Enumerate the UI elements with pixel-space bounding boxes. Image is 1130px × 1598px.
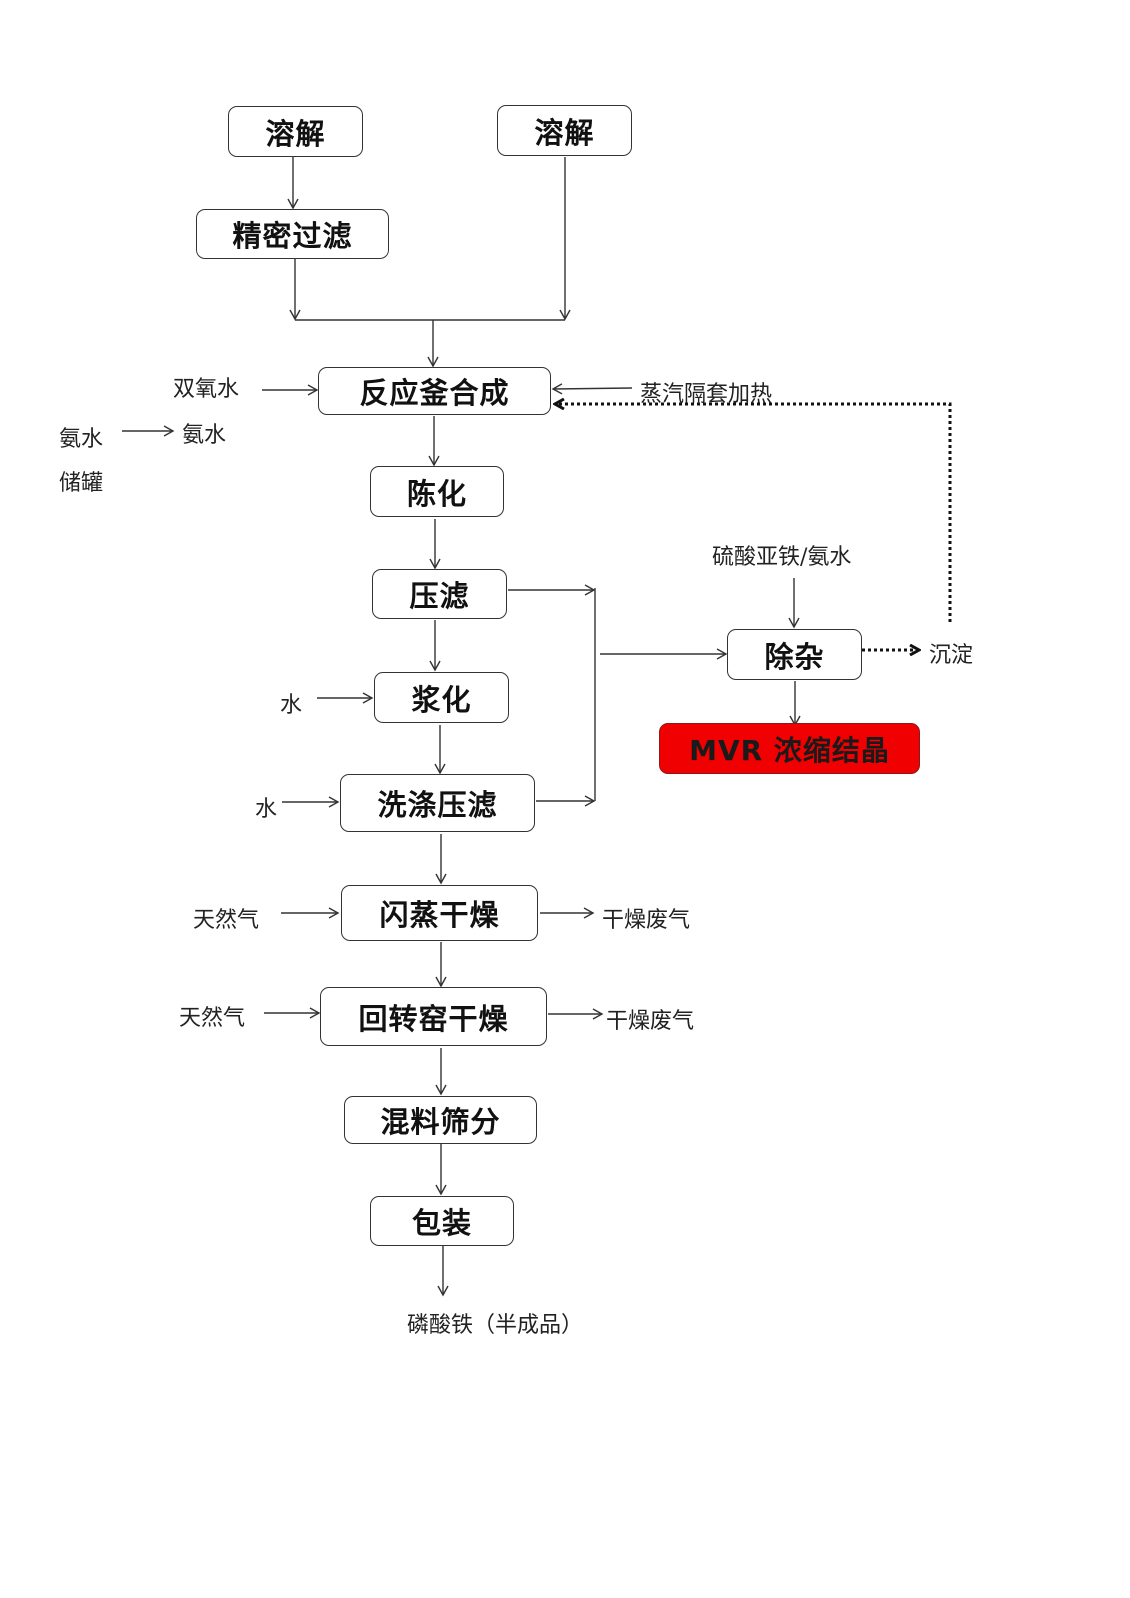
label-exhaust-kiln: 干燥废气	[606, 1009, 695, 1034]
node-label: MVR 浓缩结晶	[689, 733, 890, 767]
node-mvr-crystallization: MVR 浓缩结晶	[659, 723, 920, 774]
node-label: 回转窑干燥	[358, 1001, 509, 1036]
label-natural-gas-kiln: 天然气	[179, 1006, 246, 1031]
node-label: 精密过滤	[232, 219, 353, 253]
node-flash-dry: 闪蒸干燥	[341, 885, 538, 941]
node-dissolve-a: 溶解	[228, 106, 363, 157]
label-ferrous-ammonia: 硫酸亚铁/氨水	[712, 545, 852, 570]
label-ammonia: 氨水	[182, 423, 227, 448]
node-label: 浆化	[411, 682, 472, 717]
node-mix-sieve: 混料筛分	[344, 1096, 537, 1144]
node-label: 洗涤压滤	[377, 788, 498, 822]
label-ammonia-tank-1: 氨水	[59, 427, 104, 452]
label-steam-jacket: 蒸汽隔套加热	[640, 382, 773, 407]
label-water-wash: 水	[255, 797, 278, 822]
label-hydrogen-peroxide: 双氧水	[173, 377, 240, 402]
node-label: 除杂	[764, 639, 825, 674]
node-packaging: 包装	[370, 1196, 514, 1246]
label-natural-gas-flash: 天然气	[193, 908, 260, 933]
label-ammonia-tank-2: 储罐	[59, 471, 104, 496]
node-label: 反应釜合成	[359, 376, 510, 410]
node-aging: 陈化	[370, 466, 504, 517]
node-slurry: 浆化	[374, 672, 509, 723]
label-exhaust-flash: 干燥废气	[602, 908, 691, 933]
node-label: 闪蒸干燥	[379, 898, 500, 932]
dotted-recycle-line	[555, 404, 952, 622]
node-rotary-kiln-dry: 回转窑干燥	[320, 987, 547, 1046]
node-label: 陈化	[406, 476, 467, 511]
node-label: 压滤	[409, 579, 470, 613]
node-label: 包装	[411, 1206, 472, 1240]
node-wash-press-filter: 洗涤压滤	[340, 774, 535, 832]
node-label: 溶解	[265, 116, 326, 151]
node-dissolve-b: 溶解	[497, 105, 632, 156]
node-impurity-removal: 除杂	[727, 629, 862, 680]
label-product: 磷酸铁（半成品）	[407, 1313, 584, 1338]
node-reactor-synthesis: 反应釜合成	[318, 367, 551, 415]
node-precision-filter: 精密过滤	[196, 209, 389, 259]
label-water-slurry: 水	[280, 693, 303, 718]
label-precipitate: 沉淀	[929, 643, 974, 668]
node-press-filter: 压滤	[372, 569, 507, 619]
node-label: 溶解	[534, 115, 595, 150]
arrow-steam	[551, 383, 633, 395]
node-label: 混料筛分	[380, 1105, 501, 1139]
